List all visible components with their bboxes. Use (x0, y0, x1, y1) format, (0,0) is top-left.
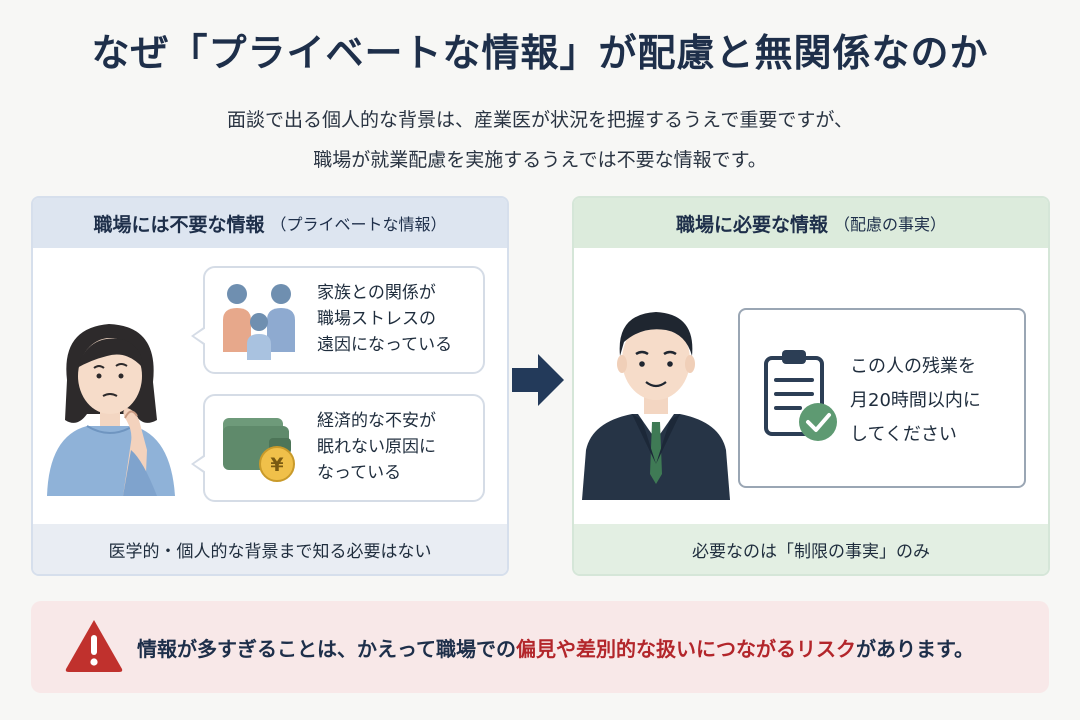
family-bubble: 家族との関係が 職場ストレスの 遠因になっている (191, 266, 485, 374)
right-panel-heading: 職場に必要な情報 (675, 213, 828, 236)
warning-text-before: 情報が多すぎることは、かえって職場での (137, 637, 516, 661)
memo-line-3: してください (850, 424, 957, 445)
warning-text-after: があります。 (856, 637, 974, 661)
right-panel-footer: 必要なのは「制限の事実」のみ (574, 524, 1048, 574)
left-panel-header: 職場には不要な情報 （プライベートな情報） (33, 198, 507, 248)
subtitle-line-2: 職場が就業配慮を実施するうえでは不要な情報です。 (313, 149, 767, 171)
family-icon (223, 284, 295, 360)
left-panel-footer: 医学的・個人的な背景まで知る必要はない (33, 524, 507, 574)
right-panel: 職場に必要な情報 （配慮の事実） (572, 196, 1050, 576)
businessman-icon (582, 312, 730, 500)
arrow-right-icon (512, 354, 564, 406)
right-panel-header: 職場に必要な情報 （配慮の事実） (574, 198, 1048, 248)
wallet-yen-icon: ¥ (223, 418, 295, 482)
subtitle-line-1: 面談で出る個人的な背景は、産業医が状況を把握するうえで重要ですが、 (226, 109, 854, 131)
money-bubble: ¥ 経済的な不安が 眠れない原因に なっている (191, 394, 485, 502)
family-bubble-text: 家族との関係が 職場ストレスの 遠因になっている (317, 280, 452, 358)
warning-text: 情報が多すぎることは、かえって職場での偏見や差別的な扱いにつながるリスクがありま… (137, 633, 974, 662)
money-bubble-text: 経済的な不安が 眠れない原因に なっている (317, 408, 436, 486)
right-panel-body: この人の残業を 月20時間以内に してください (574, 248, 1048, 524)
subtitle: 面談で出る個人的な背景は、産業医が状況を把握するうえで重要ですが、 職場が就業配… (0, 100, 1080, 180)
left-panel-note: （プライベートな情報） (270, 215, 447, 234)
bubble2-line-3: なっている (317, 463, 402, 483)
bubble1-line-2: 職場ストレスの (317, 309, 436, 329)
memo-line-2: 月20時間以内に (850, 390, 981, 411)
bubble2-line-2: 眠れない原因に (317, 437, 436, 457)
bubble2-line-1: 経済的な不安が (317, 411, 436, 431)
checklist-icon (764, 350, 837, 441)
memo-text: この人の残業を 月20時間以内に してください (850, 350, 981, 452)
bubble1-line-1: 家族との関係が (317, 283, 436, 303)
warning-triangle-icon (65, 620, 123, 672)
left-panel-body: 家族との関係が 職場ストレスの 遠因になっている ¥ 経済的な不安が 眠れない原… (33, 248, 507, 524)
svg-text:¥: ¥ (270, 454, 283, 476)
warning-banner: 情報が多すぎることは、かえって職場での偏見や差別的な扱いにつながるリスクがありま… (31, 601, 1049, 693)
worried-woman-icon (47, 324, 175, 496)
memo-line-1: この人の残業を (850, 356, 976, 377)
instruction-memo: この人の残業を 月20時間以内に してください (738, 308, 1026, 488)
page-title: なぜ「プライベートな情報」が配慮と無関係なのか (91, 31, 989, 75)
left-panel: 職場には不要な情報 （プライベートな情報） (31, 196, 509, 576)
left-panel-heading: 職場には不要な情報 (93, 213, 265, 236)
bubble1-line-3: 遠因になっている (317, 335, 453, 355)
warning-text-highlight: 偏見や差別的な扱いにつながるリスク (516, 637, 856, 661)
right-panel-note: （配慮の事実） (834, 215, 947, 234)
